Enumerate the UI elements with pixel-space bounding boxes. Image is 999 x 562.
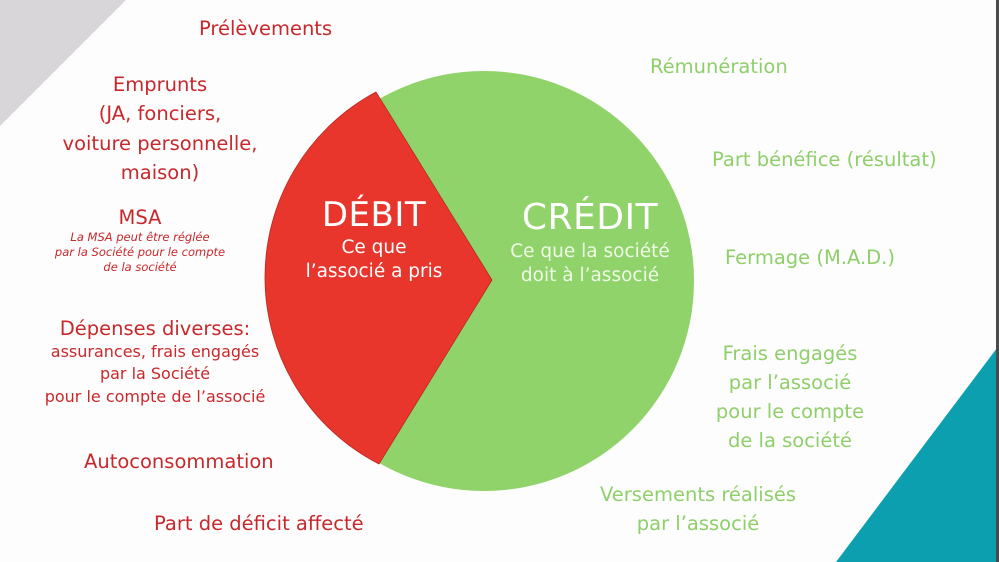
- emprunts-line3: voiture personnelle,: [62, 131, 258, 155]
- credit-item-versements: Versements réalisés par l’associé: [578, 480, 818, 539]
- emprunts-line2: (JA, fonciers,: [98, 102, 222, 126]
- credit-subtitle-line1: Ce que la société: [510, 241, 670, 262]
- debit-item-msa: MSA La MSA peut être réglée par la Socié…: [10, 206, 270, 275]
- debit-wedge: [264, 91, 493, 465]
- debit-item-depenses: Dépenses diverses: assurances, frais eng…: [10, 317, 300, 408]
- credit-label-group: CRÉDIT Ce que la société doit à l’associ…: [490, 200, 690, 288]
- debit-item-prelevements: Prélèvements: [199, 17, 333, 40]
- debit-item-deficit: Part de déficit affecté: [154, 512, 364, 535]
- debit-label-group: DÉBIT Ce que l’associé a pris: [266, 198, 482, 284]
- frais-line3: pour le compte: [715, 399, 865, 423]
- debit-item-autoconsommation: Autoconsommation: [84, 450, 274, 473]
- debit-subtitle-line1: Ce que: [341, 237, 407, 258]
- msa-title: MSA: [118, 206, 162, 229]
- frais-line4: de la société: [727, 428, 852, 452]
- credit-item-benefice: Part bénéfice (résultat): [712, 148, 937, 171]
- depenses-title: Dépenses diverses:: [59, 317, 251, 340]
- credit-subtitle-line2: doit à l’associé: [520, 265, 660, 287]
- credit-item-remuneration: Rémunération: [650, 55, 788, 78]
- emprunts-line1: Emprunts: [112, 73, 208, 96]
- msa-note-line1: La MSA peut être réglée: [70, 229, 210, 244]
- corner-teal-triangle: [836, 348, 997, 562]
- depenses-line1: assurances, frais engagés: [50, 341, 260, 361]
- frais-line1: Frais engagés: [722, 342, 858, 365]
- msa-note-line3: de la société: [103, 259, 177, 274]
- debit-title: DÉBIT: [321, 195, 427, 235]
- frais-line2: par l’associé: [728, 370, 852, 394]
- credit-item-frais: Frais engagés par l’associé pour le comp…: [690, 340, 890, 455]
- debit-subtitle-line2: l’associé a pris: [305, 261, 443, 283]
- versements-line1: Versements réalisés: [599, 483, 797, 506]
- corner-grey-triangle: [0, 0, 126, 126]
- credit-item-fermage: Fermage (M.A.D.): [725, 246, 895, 269]
- msa-note-line2: par la Société pour le compte: [54, 244, 226, 259]
- debit-item-emprunts: Emprunts (JA, fonciers, voiture personne…: [30, 70, 290, 187]
- depenses-line2: par la Société: [99, 364, 211, 384]
- versements-line2: par l’associé: [636, 512, 760, 536]
- depenses-line3: pour le compte de l’associé: [44, 386, 266, 406]
- right-edge-bar: [996, 0, 999, 562]
- emprunts-line4: maison): [120, 160, 200, 184]
- credit-title: CRÉDIT: [521, 197, 659, 238]
